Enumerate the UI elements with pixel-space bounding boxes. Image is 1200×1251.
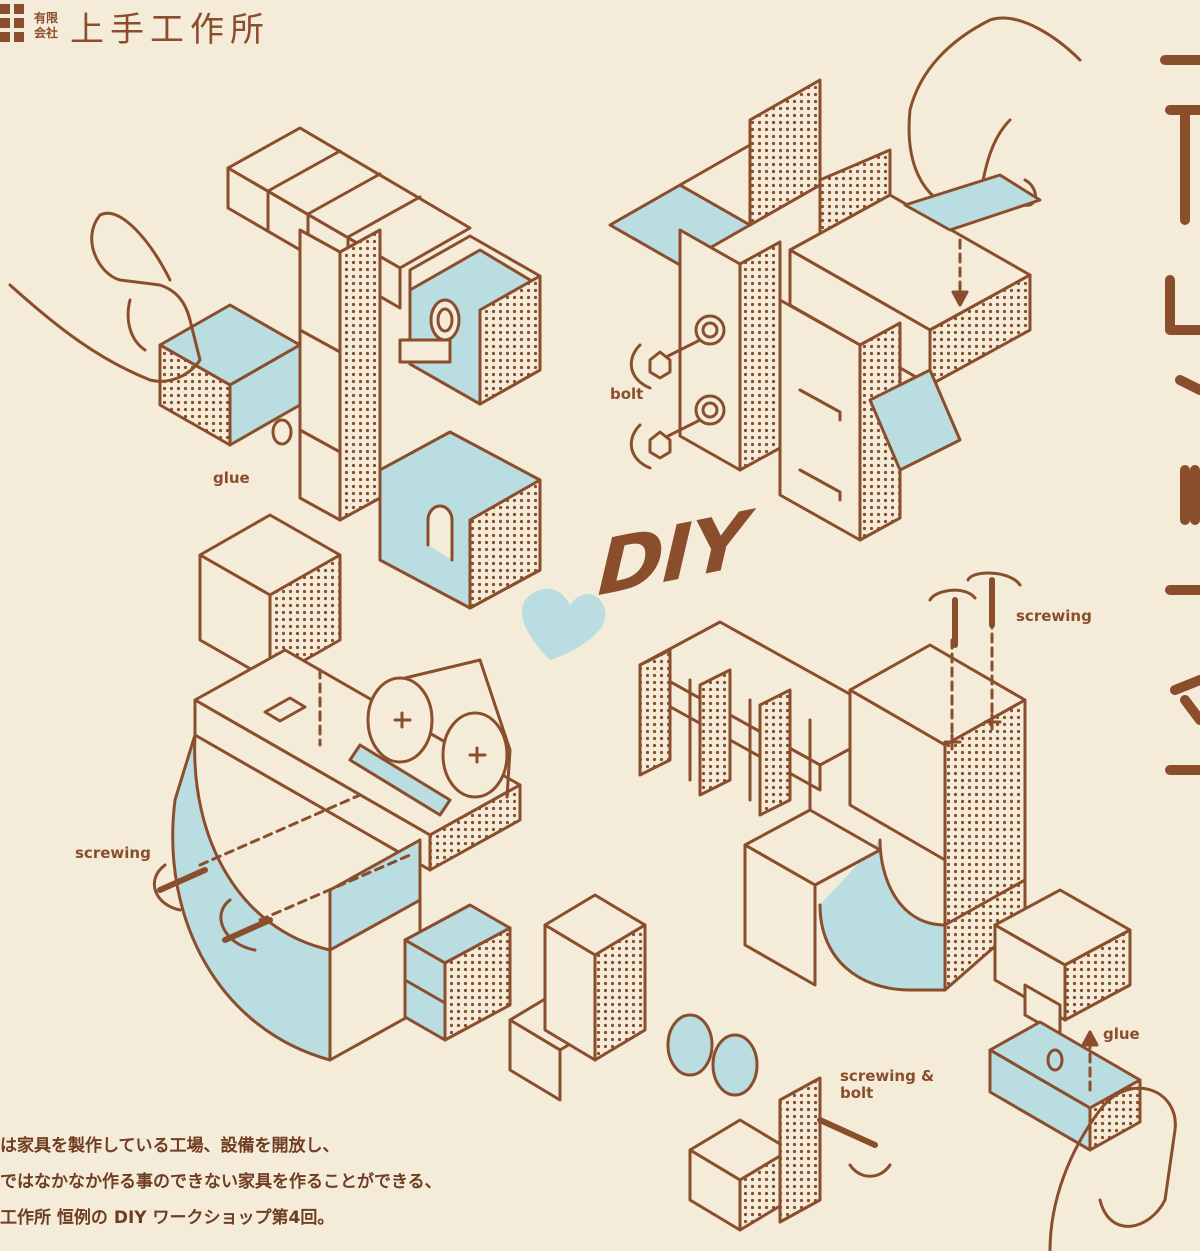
shelf-block-top-left [158, 126, 542, 610]
label-screwing-left: screwing [75, 844, 151, 862]
label-screwing-bolt: screwing & bolt [840, 1067, 935, 1102]
j-block-bottom-right [638, 618, 1027, 992]
description-line1: は家具を製作している工場、設備を開放し、 [0, 1136, 340, 1156]
diy-text: DIY [596, 495, 749, 615]
description-text: は家具を製作している工場、設備を開放し、 ではなかなか作る事のできない家具を作る… [0, 1128, 442, 1236]
label-glue-left: glue [213, 469, 250, 487]
description-line2: ではなかなか作る事のできない家具を作ることができる、 [0, 1172, 442, 1192]
company-type: 有限 会社 [34, 11, 58, 41]
label-glue-right: glue [1103, 1025, 1140, 1043]
screw-pair-left [152, 863, 273, 952]
screw-pair-right [928, 571, 1022, 648]
logo-mark-icon [0, 4, 24, 48]
label-screwing-right: screwing [1016, 607, 1092, 625]
diy-logo: DIY [520, 496, 748, 670]
company-type-line2: 会社 [34, 26, 59, 40]
label-bolt: bolt [610, 385, 644, 403]
curve-block-bottom-left [171, 513, 522, 1062]
description-line3: 工作所 恒例の DIY ワークショップ第4回。 [0, 1208, 335, 1228]
hand-left-top [8, 211, 202, 383]
company-name: 上手工作所 [70, 9, 271, 50]
glue-block-bottom-right [988, 888, 1177, 1251]
bolt-block-top-right [608, 78, 1032, 542]
heart-icon [521, 588, 606, 660]
bolt-pair [629, 338, 702, 470]
small-pieces-bottom-middle [508, 893, 892, 1232]
company-type-line1: 有限 [34, 11, 59, 25]
vertical-title-fragment [1160, 55, 1200, 775]
company-header: 有限 会社 上手工作所 [0, 4, 271, 50]
